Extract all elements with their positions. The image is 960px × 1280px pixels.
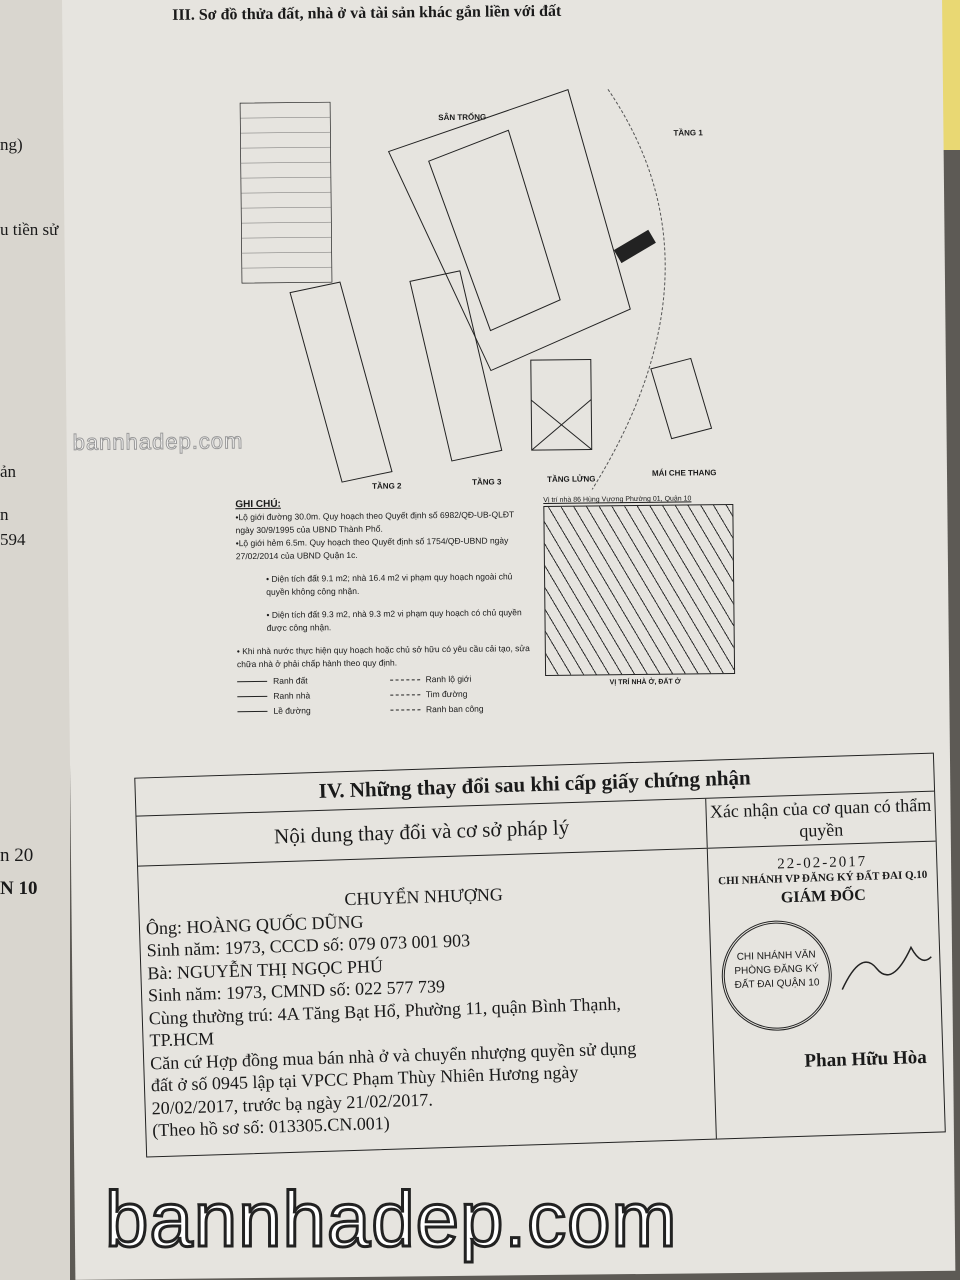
legend-item: Tim đường <box>390 687 533 701</box>
label-stair-roof: MÁI CHE THANG <box>651 468 717 478</box>
note-item: • Diện tích đất 9.3 m2, nhà 9.3 m2 vi ph… <box>266 607 522 633</box>
notes: GHI CHÚ: •Lộ giới đường 30.0m. Quy hoạch… <box>235 495 532 718</box>
legend-item: Lề đường <box>237 704 380 718</box>
signer-name: Phan Hữu Hòa <box>804 1046 928 1072</box>
land-plan-diagram: SÂN TRỐNG TẦNG 1 TẦNG 2 TẦNG 3 TẦNG LỬNG… <box>228 68 772 494</box>
note-item: •Lộ giới đường 30.0m. Quy hoạch theo Quy… <box>235 509 515 536</box>
legend-item: Ranh ban công <box>390 702 533 716</box>
changes-table: IV. Những thay đổi sau khi cấp giấy chứn… <box>134 752 946 1158</box>
authority-confirmation: 22-02-2017 CHI NHÁNH VP ĐĂNG KÝ ĐẤT ĐAI … <box>708 842 945 1139</box>
fragment: n <box>0 505 9 524</box>
plan-drawing <box>239 89 713 490</box>
location-map-caption: VỊ TRÍ NHÀ Ở, ĐẤT Ở <box>609 678 681 687</box>
legend-item: Ranh lộ giới <box>390 672 533 686</box>
note-item: •Lộ giới hẻm 6.5m. Quy hoạch theo Quyết … <box>235 535 509 562</box>
note-item: • Diện tích đất 9.1 m2; nhà 16.4 m2 vi p… <box>266 571 513 597</box>
official-stamp: CHI NHÁNH VĂN PHÒNG ĐĂNG KÝ ĐẤT ĐAI QUẬN… <box>720 918 834 1033</box>
label-yard: SÂN TRỐNG <box>438 112 487 123</box>
legend-item: Ranh đất <box>237 674 380 688</box>
watermark: bannhadep.com <box>103 1174 678 1265</box>
left-page: ng) u tiền sử ản n 594 n 20 N 10 <box>0 0 70 1280</box>
position: GIÁM ĐỐC <box>780 886 867 907</box>
section3-title: III. Sơ đồ thửa đất, nhà ở và tài sản kh… <box>172 2 562 24</box>
location-map-title: Vị trí nhà 86 Hùng Vương Phường 01, Quận… <box>543 495 692 504</box>
location-map: Vị trí nhà 86 Hùng Vương Phường 01, Quận… <box>543 495 745 687</box>
note-item: • Khi nhà nước thực hiện quy hoạch hoặc … <box>236 643 530 670</box>
line-legend: Ranh đất Ranh lộ giới Ranh nhà Tim đường… <box>237 672 532 718</box>
fragment: n 20 <box>0 845 34 866</box>
fragment: ng) <box>0 135 23 154</box>
signature <box>841 945 932 990</box>
fragment: 594 <box>0 530 26 549</box>
fragment: N 10 <box>0 878 38 899</box>
label-floor1: TẦNG 1 <box>673 128 703 138</box>
watermark-faint: bannhadep.com <box>72 428 244 456</box>
certificate-page: III. Sơ đồ thửa đất, nhà ở và tài sản kh… <box>62 0 956 1280</box>
label-mezzanine: TẦNG LỬNG <box>547 474 596 484</box>
label-floor3: TẦNG 3 <box>472 477 502 487</box>
col2-header: Xác nhận của cơ quan có thẩm quyền <box>709 794 932 841</box>
label-floor2: TẦNG 2 <box>372 481 402 491</box>
fragment: u tiền sử <box>0 220 59 239</box>
fragment: ản <box>0 462 17 481</box>
legend-item: Ranh nhà <box>237 689 380 703</box>
location-map-image <box>543 503 736 676</box>
change-content: CHUYỂN NHƯỢNG Ông: HOÀNG QUỐC DŨNG Sinh … <box>138 848 717 1157</box>
